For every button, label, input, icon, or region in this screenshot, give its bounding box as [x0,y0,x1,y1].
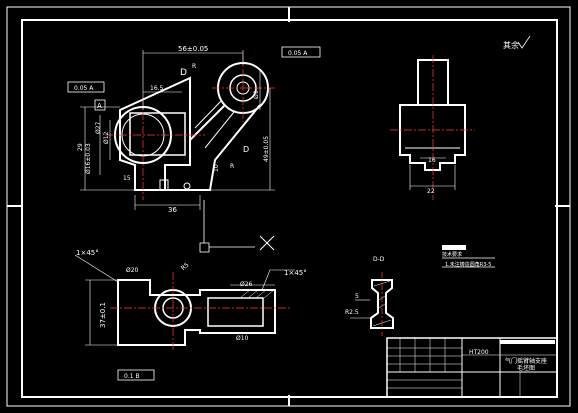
bottom-phi-small-label: Ø10 [236,335,249,342]
dim-top-label: 56±0.05 [178,45,208,53]
dim-side-2-label: Ø12 [103,131,110,144]
dim-right-height-label: 49±0.05 [263,136,270,162]
dim-left-height-label: 29 [77,143,84,151]
notes-line1: 技术要求 [442,251,462,258]
side-dims [409,157,456,190]
section-small-label: 5 [355,293,359,300]
section-view [370,279,394,329]
dim-bottom-label: 36 [168,206,177,214]
dim-small-top-label: 16.5 [150,85,164,92]
crosshair-icon [259,235,275,251]
chamfer-left-label: 1×45° [76,249,99,257]
bottom-hatch [239,289,275,299]
tol-right-label: 0.05 A [288,50,308,57]
tol-frame-left [67,81,105,93]
section-label: D-D [373,256,385,263]
title-name-line2: 毛坯图 [517,364,535,372]
notes-line2: 1.未注铸造圆角R3-5 [445,261,491,268]
front-centerlines [105,55,275,200]
mark-d2-label: D [243,145,249,154]
ucs-icon [199,200,255,253]
chamfer-right-label: 1×45° [284,269,307,277]
datum-box [94,99,106,111]
bottom-phi-label: Ø20 [126,267,139,274]
title-block [386,337,558,398]
datum-letter-label: A [97,102,102,110]
frame-center-marks [7,7,570,406]
side-dim-mid-label: 16 [428,157,436,164]
section-r-label: R2.5 [345,309,359,316]
bottom-view [117,279,276,346]
side-view [399,59,466,171]
bottom-phi2-label: Ø26 [240,281,253,288]
title-name-line1: 气门摇臂轴支座 [505,357,547,365]
bottom-centerlines [110,272,290,350]
section-letter-d-label: D [180,68,187,78]
roughness-symbol [517,35,531,49]
dim-side-3-label: Ø16±0.03 [85,143,92,174]
tol-left-label: 0.05 A [74,85,94,92]
side-centerline [390,55,475,200]
bottom-left-dim-label: 37±0.1 [99,302,107,328]
front-dims [80,50,275,210]
dim-center-right-label: Ø9 [253,90,260,99]
roughness-label: 其余 [503,40,519,50]
dim-vert-small-label: 10 [213,164,220,172]
section-dims [350,299,372,319]
bottom-dims [74,254,295,346]
notes-block [442,245,495,268]
bottom-tol-label: 0.1 B [124,373,140,380]
dim-side-1-label: Ø27 [95,121,102,134]
bottom-r-label: R5 [180,261,191,272]
outer-frame [6,6,571,407]
title-material: HT200 [469,349,489,356]
title-block-topbar [500,340,555,344]
tol-frame-right [281,46,321,58]
side-dim-bottom-label: 22 [427,188,435,195]
front-view [114,62,269,191]
inner-frame [21,19,558,398]
dim-lower-small-label: 15 [123,175,131,182]
tol-frame-bottom [117,369,155,381]
mark-r-label: R [192,63,196,70]
mark-r2-label: R [230,163,234,170]
